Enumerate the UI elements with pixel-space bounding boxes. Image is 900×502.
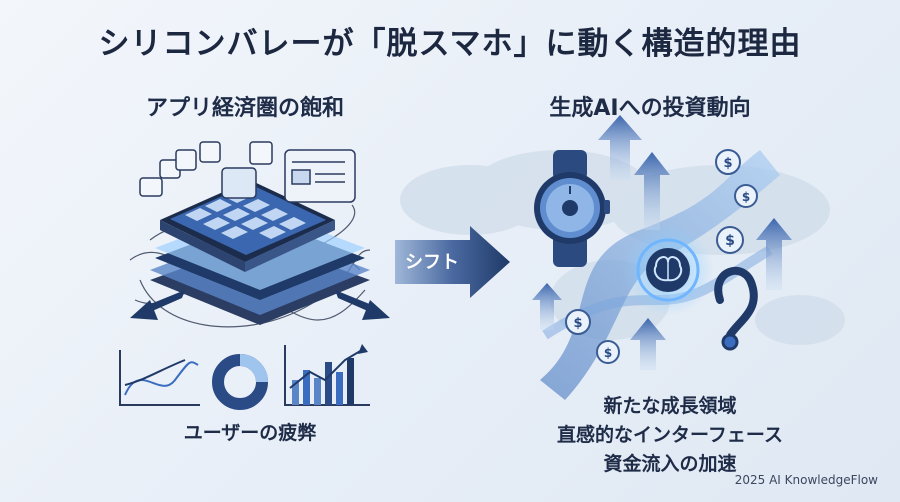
up-arrow-icon — [532, 115, 792, 370]
dollar-sign: $ — [723, 156, 732, 171]
point-1: 新たな成長領域 — [603, 395, 737, 417]
dollar-sign: $ — [725, 233, 735, 249]
dollar-sign: $ — [742, 190, 750, 204]
dollar-sign: $ — [604, 346, 612, 360]
right-points: 新たな成長領域 直感的なインターフェース 資金流入の加速 — [520, 392, 820, 479]
right-heading: 生成AIへの投資動向 — [549, 96, 751, 121]
dollar-coin-icon: $ $ $ $ $ — [565, 149, 758, 364]
left-heading: アプリ経済圏の飽和 — [145, 96, 344, 121]
smartphone-stack-icon — [129, 180, 390, 328]
shift-arrow-icon[interactable] — [395, 226, 510, 298]
footer-credit: 2025 AI KnowledgeFlow — [734, 473, 878, 487]
earbud-icon — [714, 266, 758, 351]
brain-icon — [622, 224, 714, 316]
point-2: 直感的なインターフェース — [557, 424, 783, 446]
shift-label: シフト — [405, 252, 459, 273]
app-bubble-icon — [139, 141, 356, 203]
dollar-sign: $ — [573, 316, 582, 331]
left-caption: ユーザーの疲弊 — [183, 422, 317, 444]
page-title: シリコンバレーが「脱スマホ」に動く構造的理由 — [98, 26, 802, 62]
point-3: 資金流入の加速 — [603, 453, 737, 475]
line-chart-icon — [119, 350, 200, 406]
bar-chart-icon — [284, 344, 370, 406]
smartwatch-icon — [534, 150, 610, 267]
donut-chart-icon — [212, 354, 268, 410]
